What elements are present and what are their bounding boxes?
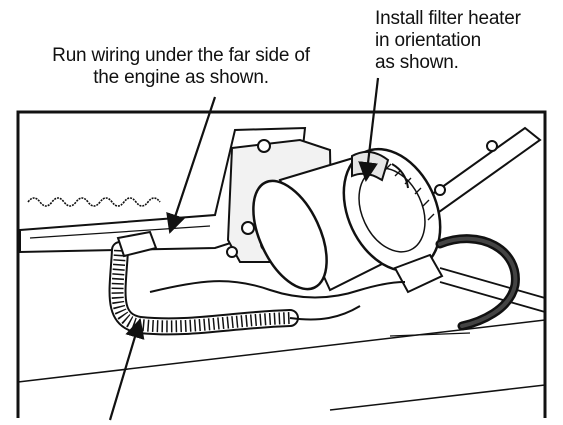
engine-bolt-2 [241,221,255,235]
oil-filter [252,147,442,292]
ground-line-2 [329,384,546,411]
engine-bolt-4 [226,246,238,258]
heater-instruction-line-2: in orientation [375,30,481,51]
heater-instruction-callout: Install filter heater in orientation as … [375,8,521,74]
loom-leader-arrow [108,318,145,421]
coolant-hose-inner [438,236,518,328]
wiring-instruction-callout: Run wiring under the far side of the eng… [6,45,356,89]
loom-plug [116,230,158,258]
drive-belt [27,197,161,207]
engine-bolt-1 [257,139,271,153]
wiring-leader-arrow [166,96,217,234]
ground-line-3 [389,332,471,337]
wiring-instruction-line-2: the engine as shown. [93,67,269,88]
heater-wire [149,280,406,299]
bracket-bolt-1 [486,140,498,152]
heater-instruction-line-1: Install filter heater [375,8,521,29]
illustration-frame [16,110,547,418]
heater-instruction-line-3: as shown. [375,52,459,73]
ground-line-1 [17,319,546,383]
heater-connector [393,253,444,294]
wiring-instruction-line-1: Run wiring under the far side of [52,45,310,66]
heater-wire-2 [289,305,361,321]
heater-leader-arrow [358,77,380,182]
heater-lead [391,163,409,189]
frame-rail [439,267,546,313]
bracket-bolt-2 [434,184,446,196]
